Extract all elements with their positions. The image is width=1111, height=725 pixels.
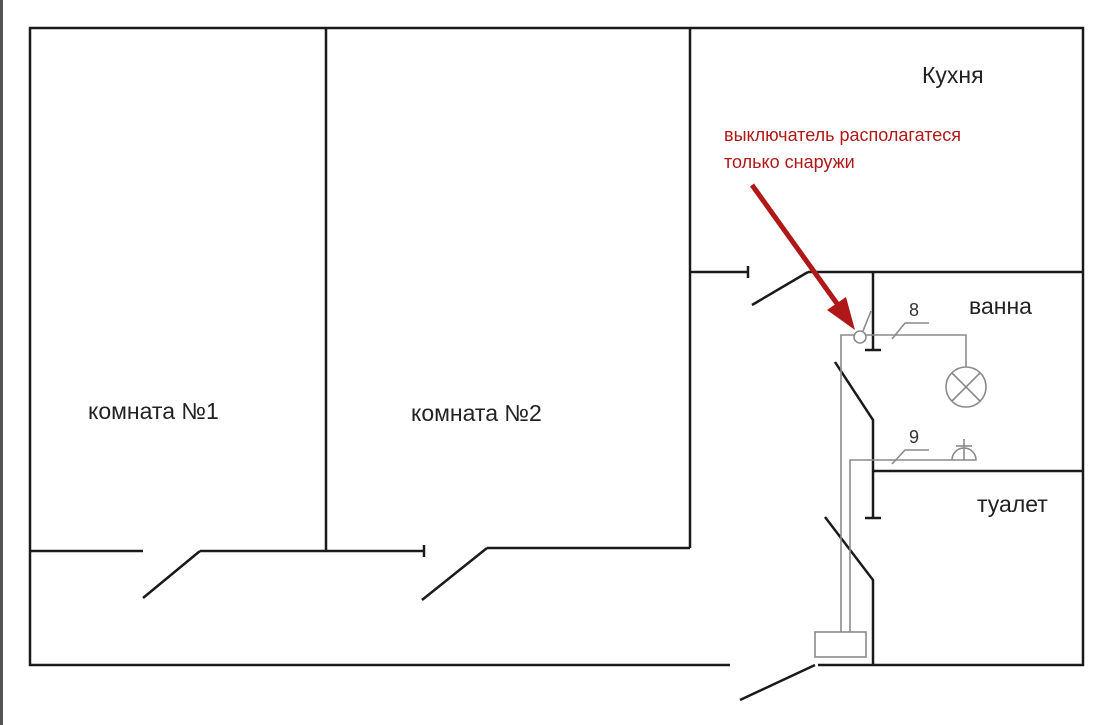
walls — [28, 26, 1085, 702]
toilet-label: туалет — [977, 491, 1048, 517]
kitchen-label: Кухня — [922, 62, 984, 88]
door-room1 — [142, 550, 201, 599]
annotation-line2: только снаружи — [724, 152, 855, 172]
leader-8 — [891, 322, 929, 340]
wiring — [814, 310, 987, 658]
bath-label: ванна — [969, 293, 1032, 319]
wire-lamp — [840, 334, 855, 632]
page-edge — [0, 0, 3, 725]
switch-icon — [853, 330, 867, 344]
distribution-box — [814, 631, 867, 658]
room1-label: комната №1 — [88, 398, 219, 424]
lamp-icon — [945, 366, 987, 408]
wire-label-9: 9 — [909, 427, 920, 447]
red-arrow-icon — [749, 183, 855, 330]
annotation-line1: выключатель располагатеся — [724, 125, 961, 145]
socket-icon — [951, 439, 977, 461]
door-kitchen — [751, 270, 809, 307]
outer-wall — [28, 26, 1085, 667]
door-room2 — [421, 547, 488, 601]
leader-9 — [891, 449, 929, 465]
door-entrance — [739, 663, 816, 702]
room2-label: комната №2 — [411, 400, 542, 426]
door-bath — [833, 361, 875, 518]
wire-socket — [849, 459, 952, 632]
wire-label-8: 8 — [909, 300, 920, 320]
annotation-text: выключатель располагатеся только снаружи — [724, 122, 961, 176]
